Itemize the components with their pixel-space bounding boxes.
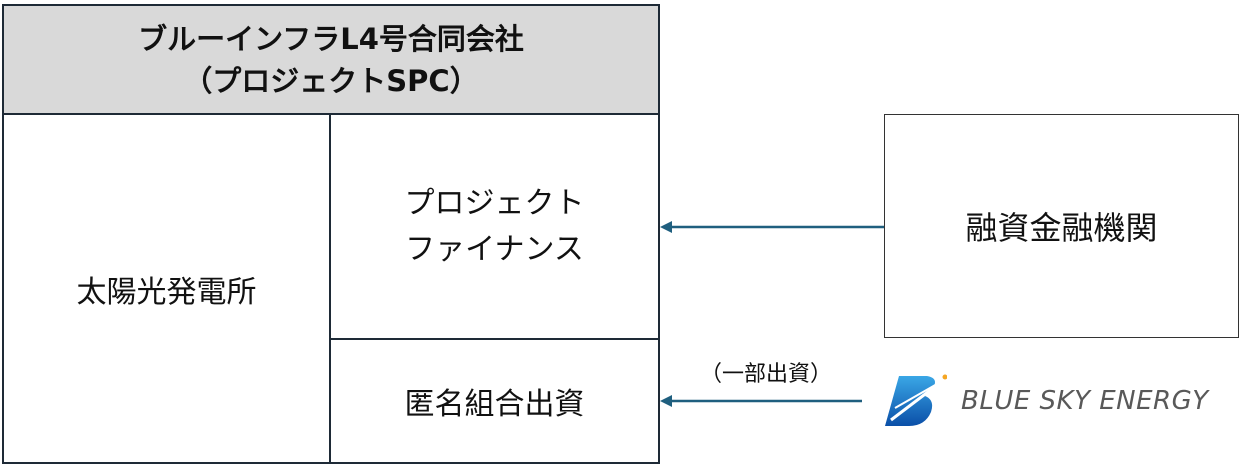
spc-name: ブルーインフラL4号合同会社 [138, 21, 524, 56]
solar-plant-label: 太陽光発電所 [76, 274, 257, 310]
tk-investment-box: 匿名組合出資 [329, 338, 660, 464]
project-finance-box: プロジェクト ファイナンス [329, 113, 660, 340]
lender-label: 融資金融機関 [965, 209, 1158, 247]
logo-b-icon [885, 374, 947, 426]
blue-sky-energy-logo: BLUE SKY ENERGY [885, 374, 1209, 428]
lender-box: 融資金融機関 [884, 114, 1239, 338]
investment-arrow [660, 395, 862, 407]
project-finance-line2: ファイナンス [405, 231, 584, 267]
project-finance-line1: プロジェクト [404, 185, 585, 221]
loan-arrow [660, 221, 884, 233]
logo-text: BLUE SKY ENERGY [961, 386, 1209, 416]
partial-investment-note: （一部出資） [700, 362, 833, 387]
spc-subtitle: （プロジェクトSPC） [183, 63, 479, 98]
tk-investment-label: 匿名組合出資 [404, 387, 585, 422]
